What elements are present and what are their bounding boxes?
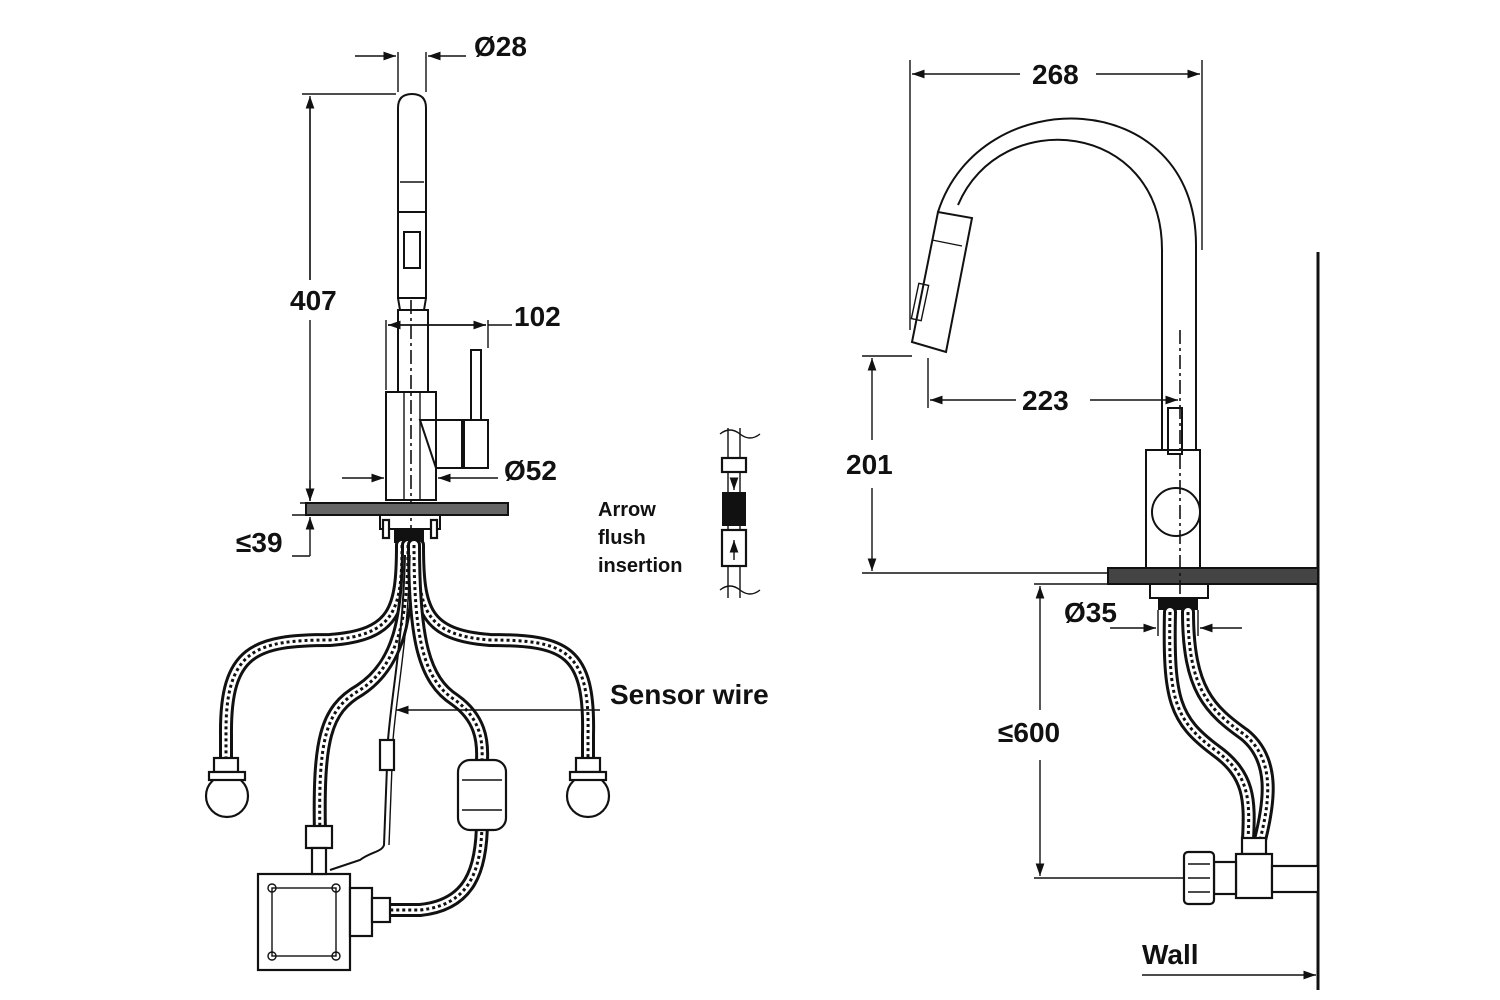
spout-lower-tube <box>397 309 429 393</box>
spout-neck <box>397 297 427 311</box>
side-lever-hub <box>1151 487 1201 537</box>
angle-valve <box>1182 836 1320 906</box>
valve-inlet-fitting <box>304 824 334 850</box>
dim-hose-length: ≤600 <box>998 717 1060 748</box>
side-hose-2 <box>1181 605 1275 847</box>
spout-tube <box>397 92 427 299</box>
gooseneck-outer-a <box>957 138 1163 450</box>
lever-handle <box>470 349 482 421</box>
gooseneck-outer-b <box>937 117 1197 450</box>
dim-reach: 223 <box>1022 385 1069 416</box>
side-faucet-body <box>1145 449 1201 569</box>
side-view: 268 223 201 Ø35 ≤600 Wall <box>846 59 1320 990</box>
control-box <box>256 872 352 972</box>
dim-deck-thickness: ≤39 <box>236 527 283 558</box>
supply-hose-right <box>411 538 596 767</box>
sensor-wire-cable <box>329 554 406 871</box>
dim-lever-offset: 102 <box>514 301 561 332</box>
side-mounting-nut <box>1149 583 1209 599</box>
side-spray-button <box>910 282 930 322</box>
pullout-hose <box>381 538 490 917</box>
faucet-body <box>385 391 437 501</box>
spray-button <box>403 231 421 269</box>
dim-spout-clearance: 201 <box>846 449 893 480</box>
supply-connector-right <box>565 756 611 819</box>
front-view: Ø28 407 102 Ø52 ≤39 Sensor wire <box>204 31 769 972</box>
side-lever <box>1167 407 1183 455</box>
label-insertion: insertion <box>598 555 682 577</box>
label-arrow: Arrow <box>598 499 656 521</box>
spray-head <box>397 211 427 299</box>
side-hose-1 <box>1162 605 1256 847</box>
label-flush: flush <box>598 527 646 549</box>
lever-base <box>418 419 463 469</box>
label-sensor-wire: Sensor wire <box>610 679 769 710</box>
dim-overall-width: 268 <box>1032 59 1079 90</box>
dim-spout-diameter: Ø28 <box>474 31 527 62</box>
front-deck-plate <box>305 502 509 516</box>
supply-connector-left <box>204 756 250 819</box>
sensor-wire-cable-2 <box>388 554 411 846</box>
label-wall: Wall <box>1142 939 1199 970</box>
dim-hole-diameter: Ø35 <box>1064 597 1117 628</box>
valve-outlet-fitting <box>348 886 374 938</box>
dim-body-diameter: Ø52 <box>504 455 557 486</box>
hose-weight <box>456 758 508 832</box>
nut-lug-left <box>381 518 391 540</box>
outlet-hose-to-valve <box>312 538 415 842</box>
dim-height: 407 <box>290 285 337 316</box>
side-worktop <box>1107 567 1319 585</box>
lever-cap <box>463 419 489 469</box>
sensor-connector <box>378 738 396 772</box>
nut-lug-right <box>429 518 439 540</box>
arrow-insertion-detail <box>719 428 761 598</box>
supply-hose-left <box>218 538 409 767</box>
side-spray-head <box>910 210 974 354</box>
